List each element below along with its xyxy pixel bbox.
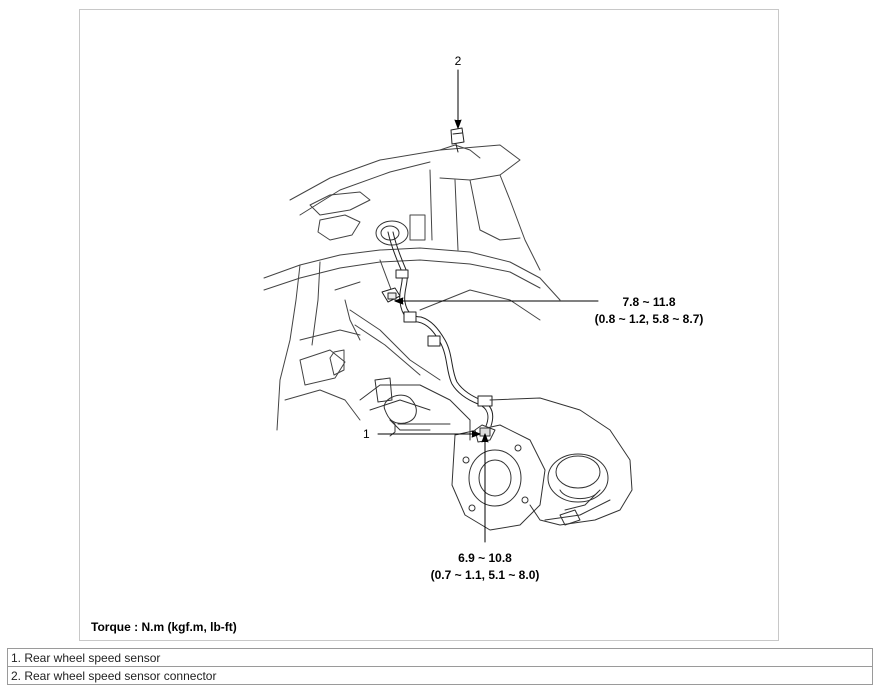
legend-row: 1. Rear wheel speed sensor [7,648,873,667]
torque-unit-note: Torque : N.m (kgf.m, lb-ft) [91,620,237,634]
torque-lower-alt: (0.7 ~ 1.1, 5.1 ~ 8.0) [430,568,540,582]
body-panel [263,144,561,431]
figure-frame [79,9,779,641]
grommet [375,220,409,246]
sensor-connector [450,127,465,153]
legend-row: 2. Rear wheel speed sensor connector [7,666,873,685]
sensor-cable [387,231,494,427]
legend-table: 1. Rear wheel speed sensor 2. Rear wheel… [7,648,873,685]
legend-item-1: 1. Rear wheel speed sensor [7,648,873,667]
callout-2: 2 [454,54,462,68]
lower-arm [489,397,633,526]
knuckle-assembly [359,377,546,531]
upper-bracket [381,287,401,303]
legend-item-2: 2. Rear wheel speed sensor connector [7,666,873,685]
leader-lines [377,69,599,543]
torque-upper-alt: (0.8 ~ 1.2, 5.8 ~ 8.7) [594,312,704,326]
torque-upper-value: 7.8 ~ 11.8 [622,295,676,309]
torque-lower-value: 6.9 ~ 10.8 [458,551,512,565]
callout-1: 1 [363,427,370,441]
